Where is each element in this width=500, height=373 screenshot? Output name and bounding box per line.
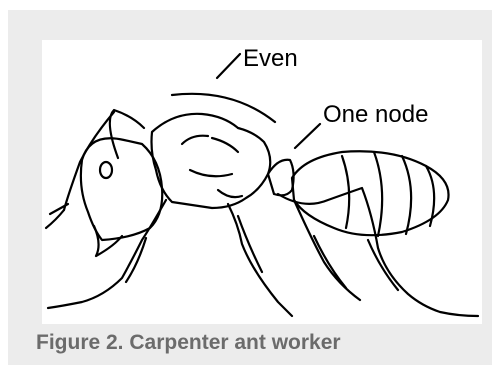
figure-caption: Figure 2. Carpenter ant worker (36, 331, 341, 355)
node-leader (295, 124, 320, 148)
ant-head (81, 138, 162, 240)
ant-drawing (42, 40, 482, 324)
ant-mandible (94, 226, 122, 256)
ant-leg-hind (278, 188, 478, 316)
ant-thorax (152, 114, 271, 208)
ant-leg-middle (228, 204, 292, 316)
ant-gaster (292, 151, 449, 235)
even-arc (172, 94, 275, 122)
ant-leg-front (48, 200, 166, 308)
antenna (64, 110, 144, 210)
ant-node (268, 160, 294, 196)
ant-eye (100, 162, 112, 178)
carpenter-ant-illustration: Even One node (42, 40, 482, 324)
label-even: Even (243, 47, 298, 71)
figure-panel: Even One node Figure 2. Carpenter ant wo… (8, 10, 492, 365)
label-one-node: One node (323, 103, 428, 127)
even-leader (217, 54, 240, 78)
